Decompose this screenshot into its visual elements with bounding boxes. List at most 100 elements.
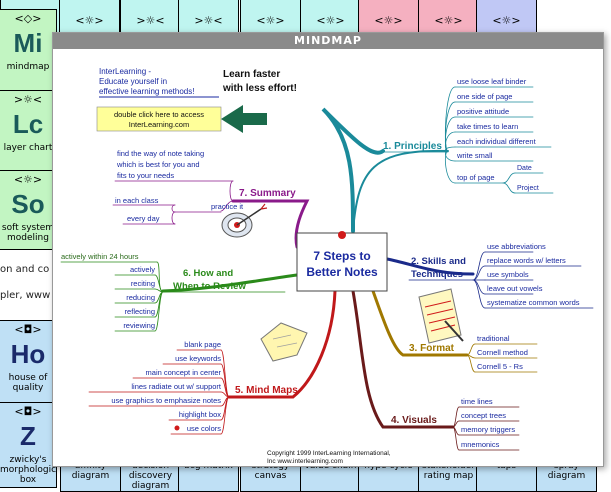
- element-cell[interactable]: <☼>: [418, 0, 479, 33]
- access-link[interactable]: double click here to access InterLearnin…: [96, 106, 222, 132]
- branch-item: positive attitude: [457, 107, 509, 116]
- tagline-line: Educate yourself in: [99, 77, 167, 86]
- branch-label: 7. Summary: [239, 188, 296, 199]
- element-glyph: >☼<: [13, 93, 43, 106]
- element-cell[interactable]: >☼< Lc layer chart: [0, 90, 57, 172]
- central-topic: 7 Steps to Better Notes: [296, 231, 388, 292]
- branch-item: lines radiate out w/ support: [131, 382, 222, 391]
- branch-item: memory triggers: [461, 425, 515, 434]
- element-name: house of quality: [8, 373, 48, 393]
- arrow-left-icon: [221, 105, 267, 133]
- branch-subitem: Project: [517, 185, 539, 192]
- element-symbol: Ho: [10, 339, 46, 369]
- branch-label: 3. Format: [409, 343, 455, 354]
- branch-item: mnemonics: [461, 440, 500, 449]
- branch-item: Cornell 5 - Rs: [477, 362, 523, 371]
- access-link-line: InterLearning.com: [129, 120, 189, 129]
- branch-item: concept trees: [461, 411, 506, 420]
- element-symbol: Z: [20, 421, 36, 451]
- branch-item: reducing: [126, 293, 155, 302]
- copyright-line: Inc www.interlearning.com: [267, 458, 343, 465]
- branch-item: reciting: [131, 279, 155, 288]
- mindmap-diagram: 7 Steps to Better Notes InterLearning - …: [60, 67, 594, 465]
- element-cell[interactable]: >☼<: [178, 0, 239, 33]
- background-text-fragment: on and co: [0, 264, 50, 275]
- branch-item: use abbreviations: [487, 242, 546, 251]
- element-name: zwicky's morphological box: [0, 455, 57, 485]
- pin-icon: [338, 231, 346, 239]
- element-symbol: Lc: [12, 109, 44, 139]
- branch-item: blank page: [184, 340, 221, 349]
- element-cell[interactable]: <☼>: [240, 0, 301, 33]
- branch-item: reviewing: [123, 321, 155, 330]
- central-topic-line-1: 7 Steps to: [313, 249, 370, 263]
- element-glyph: <☼>: [13, 173, 43, 186]
- element-cell[interactable]: <☼>: [300, 0, 361, 33]
- element-glyph: <☼>: [374, 14, 403, 27]
- branch-label: Techniques: [411, 269, 463, 280]
- element-glyph: <◇>: [14, 12, 42, 25]
- branch-item: reflecting: [125, 307, 155, 316]
- branch-subitem: Date: [517, 165, 532, 172]
- element-cell[interactable]: <☼>: [358, 0, 419, 33]
- copyright-line: Copyright 1999 InterLearning Internation…: [267, 450, 391, 457]
- branch-item: main concept in center: [146, 368, 222, 377]
- target-dart-icon: [221, 203, 268, 238]
- slogan-line: with less effort!: [222, 83, 297, 94]
- branch-label: When to Review: [173, 281, 246, 292]
- branch-item: practice it: [211, 202, 244, 211]
- central-topic-line-2: Better Notes: [306, 265, 378, 279]
- branch-item: use loose leaf binder: [457, 77, 527, 86]
- slogan-line: Learn faster: [223, 69, 280, 80]
- intro-block: InterLearning - Educate yourself in effe…: [96, 67, 297, 133]
- element-glyph: >☼<: [194, 14, 223, 27]
- element-symbol: Mi: [13, 28, 43, 58]
- branch-label: 4. Visuals: [391, 415, 437, 426]
- branch-item: find the way of note taking: [117, 149, 204, 158]
- branch-item: use symbols: [487, 270, 529, 279]
- branch-item: use keywords: [175, 354, 221, 363]
- element-cell[interactable]: >☼<: [120, 0, 181, 33]
- branch-item: time lines: [461, 397, 493, 406]
- branch-item: Cornell method: [477, 348, 528, 357]
- branch-item: which is best for you and: [116, 160, 200, 169]
- branch-item: top of page: [457, 173, 495, 182]
- branch-item: every day: [127, 214, 160, 223]
- mindmap-window: MINDMAP 7 Steps to Better Notes InterLea…: [52, 32, 604, 467]
- element-glyph: <◘>: [14, 323, 42, 336]
- folded-map-icon: [260, 322, 308, 362]
- branch-item: leave out vowels: [487, 284, 543, 293]
- bullet-icon: [174, 425, 180, 431]
- branch-label: 5. Mind Maps: [235, 385, 298, 396]
- access-link-line: double click here to access: [114, 110, 204, 119]
- element-glyph: <☼>: [256, 14, 285, 27]
- notepad-icon: [418, 288, 464, 344]
- element-glyph: <◘>: [14, 405, 42, 418]
- element-glyph: <☼>: [75, 14, 104, 27]
- element-cell[interactable]: <☼>: [59, 0, 120, 33]
- element-cell[interactable]: <☼>: [476, 0, 537, 33]
- branch-item: fits to your needs: [117, 171, 174, 180]
- branch-item: use graphics to emphasize notes: [111, 396, 221, 405]
- element-glyph: >☼<: [136, 14, 165, 27]
- element-name: soft system modeling: [1, 223, 55, 243]
- tagline-line: effective learning methods!: [99, 87, 194, 96]
- branch-item: use colors: [187, 424, 221, 433]
- branch-label: 2. Skills and: [411, 256, 466, 267]
- branch-label: 6. How and: [183, 268, 233, 279]
- element-cell[interactable]: <☼> So soft system modeling: [0, 170, 57, 250]
- element-glyph: <☼>: [316, 14, 345, 27]
- background-text-fragment: pler, www: [0, 290, 51, 301]
- branch-item: in each class: [115, 196, 159, 205]
- element-glyph: <☼>: [492, 14, 521, 27]
- element-symbol: So: [11, 189, 45, 219]
- element-name: layer chart: [3, 143, 53, 153]
- element-glyph: <☼>: [434, 14, 463, 27]
- branch-item: take times to learn: [457, 122, 518, 131]
- branch-item: highlight box: [179, 410, 221, 419]
- branch-item: replace words w/ letters: [487, 256, 566, 265]
- copyright: Copyright 1999 InterLearning Internation…: [267, 450, 391, 465]
- element-cell[interactable]: <◘> Ho house of quality: [0, 320, 57, 404]
